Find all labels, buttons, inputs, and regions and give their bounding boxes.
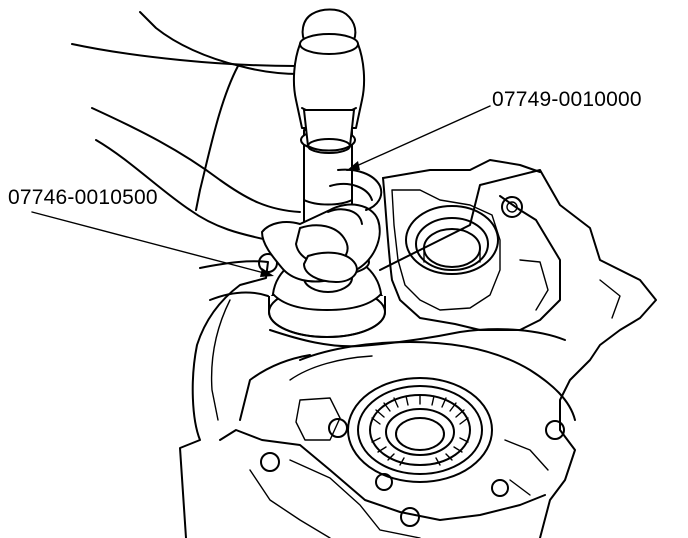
transmission-case [179,159,657,538]
gripping-hand [91,107,383,283]
leader-lines [31,105,491,277]
callout-handle-driver-part-number: 07749-0010000 [492,88,642,111]
callout-seal-driver-part-number: 07746-0010500 [8,186,158,209]
lower-bearing [347,377,493,483]
hammer [71,8,366,211]
upper-bore [405,205,499,275]
